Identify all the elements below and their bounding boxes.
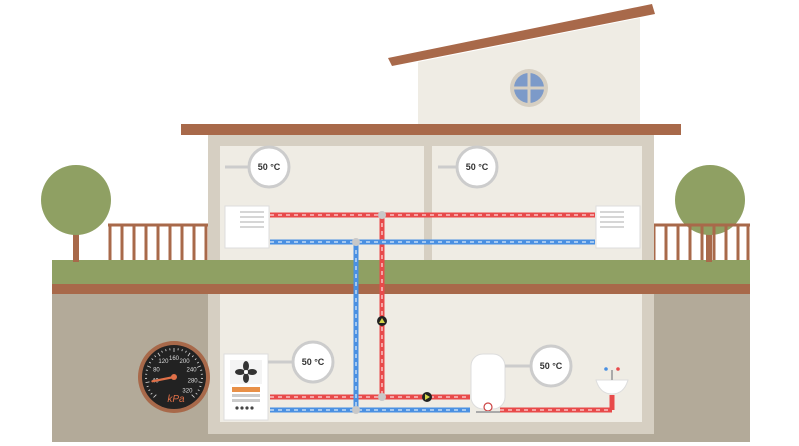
gauge-tick — [194, 358, 197, 361]
gauge-tick — [191, 355, 194, 358]
thermostat-boiler: 50 °C — [268, 340, 335, 384]
attic — [388, 4, 655, 124]
boiler-unit — [223, 353, 269, 421]
cold-pipes — [270, 239, 595, 413]
gauge-tick — [145, 381, 150, 384]
gauge-tick-label: 320 — [182, 388, 193, 394]
gauge-tick-label: 240 — [187, 368, 198, 374]
gauge-tick — [150, 392, 153, 395]
fan-icon — [235, 361, 257, 383]
tree-right — [675, 165, 745, 262]
pump-icon — [377, 316, 387, 326]
thermostat-upper-left: 50 °C — [225, 145, 291, 189]
gauge-tick-label: 160 — [169, 356, 180, 362]
basement-room — [220, 294, 642, 422]
gauge-tick — [151, 358, 154, 361]
gauge-tick — [154, 355, 157, 358]
gauge-needle — [151, 375, 176, 383]
gauge-tick — [165, 349, 167, 352]
thermostat-reading: 50 °C — [302, 357, 325, 367]
gauge-tick-label: 80 — [153, 368, 160, 374]
gauge-tick-label: 280 — [188, 379, 199, 385]
pump-icon — [422, 392, 432, 402]
gauge-tick — [181, 349, 183, 352]
gauge-tick — [187, 352, 191, 357]
gauge-tick — [148, 389, 151, 392]
gauge-tick — [198, 381, 203, 384]
gauge-tick — [191, 394, 195, 398]
gauge-tick — [197, 389, 200, 392]
hot-pipes — [270, 212, 615, 413]
pipe-joints — [352, 211, 386, 414]
gauge-tick-label: 120 — [158, 359, 169, 365]
gauge-tick — [157, 352, 161, 357]
thermostat-water-heater: 50 °C — [505, 344, 573, 388]
gauge-tick — [148, 361, 152, 364]
gauge-tick — [146, 385, 149, 388]
thermostat-reading: 50 °C — [466, 162, 489, 172]
tree-left — [41, 165, 111, 262]
thermostat-reading: 50 °C — [540, 361, 563, 371]
pressure-gauge: 4080120160200240280320 kPa — [138, 341, 210, 413]
thermostat-reading: 50 °C — [258, 162, 281, 172]
gauge-tick — [153, 394, 157, 398]
radiator-left — [224, 205, 270, 249]
sink — [595, 367, 629, 395]
radiator-right — [595, 205, 641, 249]
gauge-tick — [195, 392, 198, 395]
grass-strip — [52, 260, 750, 284]
thermostat-upper-right: 50 °C — [438, 145, 499, 189]
gauge-tick — [185, 350, 187, 353]
soil-line — [52, 284, 750, 294]
gauge-tick-label: 200 — [180, 359, 191, 365]
gauge-tick — [199, 385, 202, 388]
water-heater — [470, 353, 506, 413]
roof-beam — [181, 124, 681, 135]
gauge-unit-label: kPa — [167, 394, 185, 405]
fence-right — [652, 223, 750, 260]
gauge-tick — [161, 350, 163, 353]
flame-icon — [232, 387, 260, 392]
gauge-tick — [196, 361, 200, 364]
fence-left — [108, 223, 208, 260]
gauge-tick — [196, 365, 201, 368]
gauge-tick — [147, 365, 152, 368]
